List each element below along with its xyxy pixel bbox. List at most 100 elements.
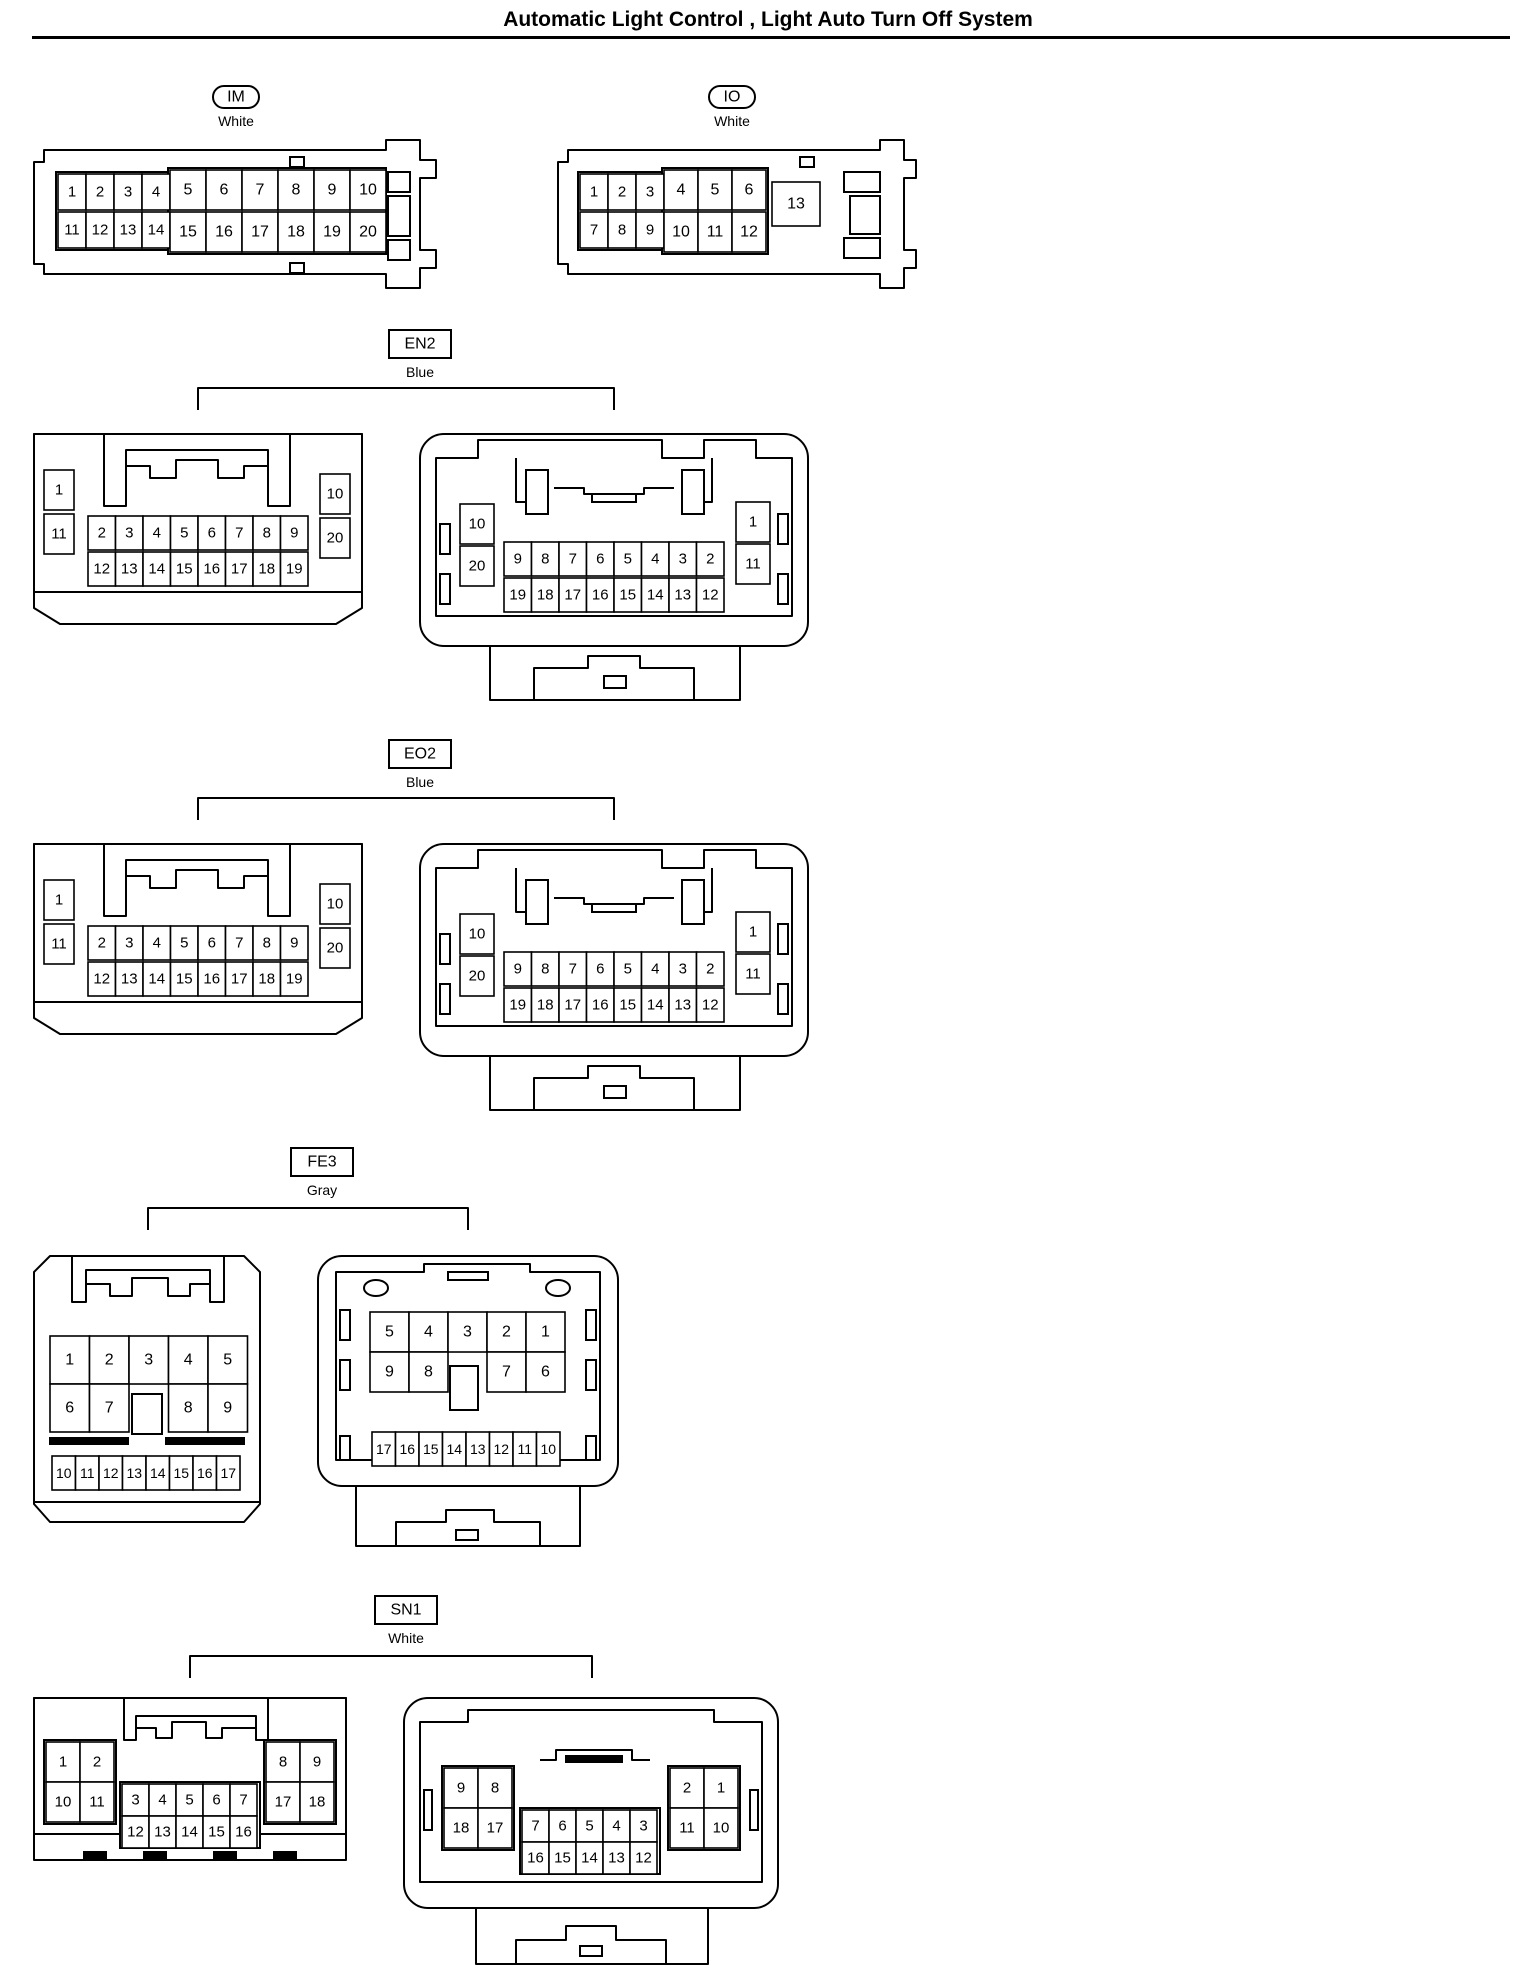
- connector-code: IO: [724, 89, 741, 106]
- pin-number: 1: [59, 1754, 67, 1771]
- pin-cavity: [319, 883, 351, 925]
- pin-number: 7: [239, 1792, 247, 1809]
- pin-number: 5: [624, 961, 632, 978]
- housing-tab: [83, 1851, 107, 1861]
- pin-cavity: [695, 577, 725, 613]
- pin-number: 14: [581, 1850, 598, 1867]
- pin-number: 17: [376, 1441, 392, 1457]
- pin-cavity: [224, 925, 254, 961]
- pin-number: 9: [646, 222, 654, 239]
- pin-number: 4: [651, 961, 659, 978]
- pin-cavity: [202, 1815, 231, 1849]
- pin-number: 17: [564, 587, 581, 604]
- housing-rib: [585, 1435, 597, 1461]
- housing-tab: [213, 1851, 237, 1861]
- pin-number: 9: [457, 1780, 465, 1797]
- blank-cavity: [131, 1393, 163, 1435]
- connector-color: White: [218, 113, 254, 129]
- pin-number: 18: [453, 1820, 470, 1837]
- pin-number: 3: [639, 1818, 647, 1835]
- pin-cavity: [408, 1351, 449, 1393]
- housing-key: [565, 1755, 623, 1763]
- pin-number: 17: [251, 224, 269, 241]
- housing-key: [447, 1271, 489, 1281]
- pin-cavity: [640, 987, 670, 1023]
- pin-number: 16: [235, 1824, 252, 1841]
- housing-latch: [85, 1277, 210, 1302]
- pin-number: 10: [327, 896, 344, 913]
- housing-hole: [545, 1279, 571, 1297]
- pin-cavity: [669, 1767, 705, 1809]
- pin-number: 14: [148, 561, 165, 578]
- pin-number: 15: [423, 1441, 439, 1457]
- pin-number: 1: [55, 892, 63, 909]
- pin-number: 12: [702, 997, 719, 1014]
- pin-cavity: [319, 517, 351, 559]
- pin-number: 12: [127, 1824, 144, 1841]
- pin-cavity: [635, 173, 665, 211]
- pin-number: 7: [105, 1400, 114, 1417]
- pin-cavity: [205, 211, 243, 253]
- pin-cavity: [695, 951, 725, 987]
- pin-number: 12: [93, 561, 110, 578]
- pin-number: 6: [208, 525, 216, 542]
- pin-number: 10: [672, 224, 690, 241]
- pin-number: 15: [176, 561, 193, 578]
- pin-number: 6: [220, 182, 229, 199]
- pin-cavity: [503, 577, 533, 613]
- pin-number: 9: [313, 1754, 321, 1771]
- pin-cavity: [668, 987, 698, 1023]
- view-bracket: [147, 1207, 469, 1230]
- page-title: Automatic Light Control , Light Auto Tur…: [503, 8, 1033, 31]
- pin-number: 8: [292, 182, 301, 199]
- housing-outline: [403, 1697, 779, 1909]
- pin-number: 11: [51, 936, 67, 953]
- pin-number: 4: [152, 184, 160, 201]
- pin-cavity: [114, 515, 144, 551]
- housing-tab: [289, 262, 305, 274]
- pin-cavity: [205, 169, 243, 211]
- pin-cavity: [443, 1807, 479, 1849]
- pin-number: 18: [537, 587, 554, 604]
- housing-rib: [423, 1789, 433, 1831]
- pin-number: 5: [180, 525, 188, 542]
- housing-tab: [143, 1851, 167, 1861]
- pin-number: 7: [569, 551, 577, 568]
- housing-lock-tab: [579, 1945, 603, 1957]
- housing-latch: [125, 869, 268, 916]
- pin-number: 9: [223, 1400, 232, 1417]
- pin-cavity: [525, 1311, 566, 1353]
- pin-cavity: [114, 961, 144, 997]
- pin-number: 20: [469, 558, 486, 575]
- housing-tab: [799, 156, 815, 168]
- pin-cavity: [607, 173, 637, 211]
- pin-cavity: [735, 501, 771, 543]
- pin-number: 14: [647, 997, 664, 1014]
- connector-code: SN1: [390, 1602, 421, 1619]
- pin-number: 13: [120, 222, 137, 239]
- housing-rib: [585, 1359, 597, 1391]
- pin-cavity: [548, 1841, 577, 1875]
- pin-cavity: [167, 1335, 209, 1385]
- pin-cavity: [224, 551, 254, 587]
- pin-number: 18: [258, 561, 275, 578]
- pin-cavity: [579, 173, 609, 211]
- housing-rib: [777, 923, 789, 955]
- pin-number: 3: [679, 551, 687, 568]
- pin-cavity: [113, 211, 143, 249]
- pin-number: 18: [258, 971, 275, 988]
- pin-number: 2: [98, 935, 106, 952]
- housing-key: [591, 903, 637, 913]
- pin-number: 2: [618, 184, 626, 201]
- pin-number: 8: [184, 1400, 193, 1417]
- pin-number: 17: [220, 1465, 236, 1481]
- pin-cavity: [299, 1781, 335, 1823]
- pin-number: 13: [470, 1441, 486, 1457]
- housing-rib: [777, 983, 789, 1015]
- pin-number: 4: [612, 1818, 620, 1835]
- pin-number: 1: [65, 1352, 74, 1369]
- pin-cavity: [45, 1781, 81, 1823]
- pin-number: 8: [263, 525, 271, 542]
